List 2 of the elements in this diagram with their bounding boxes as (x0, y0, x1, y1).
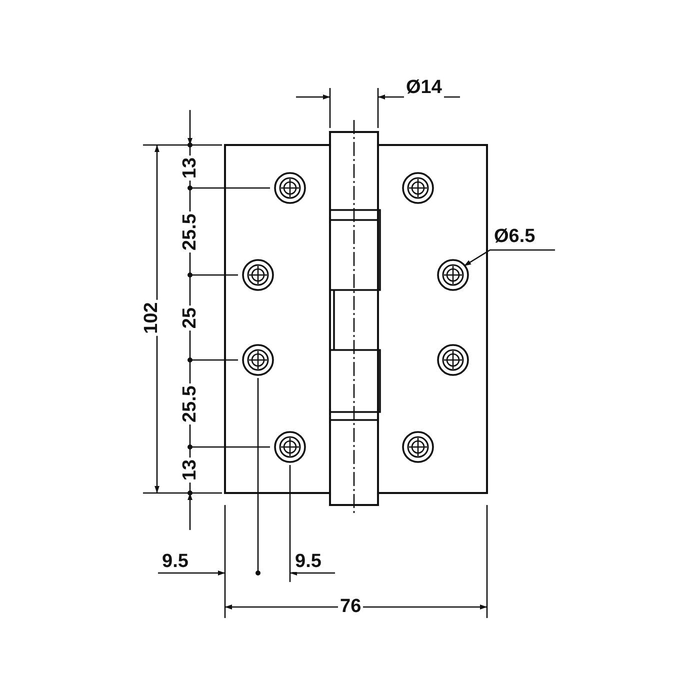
dimension-text: 9.5 (293, 552, 324, 572)
dimension-text: Ø14 (404, 78, 444, 98)
